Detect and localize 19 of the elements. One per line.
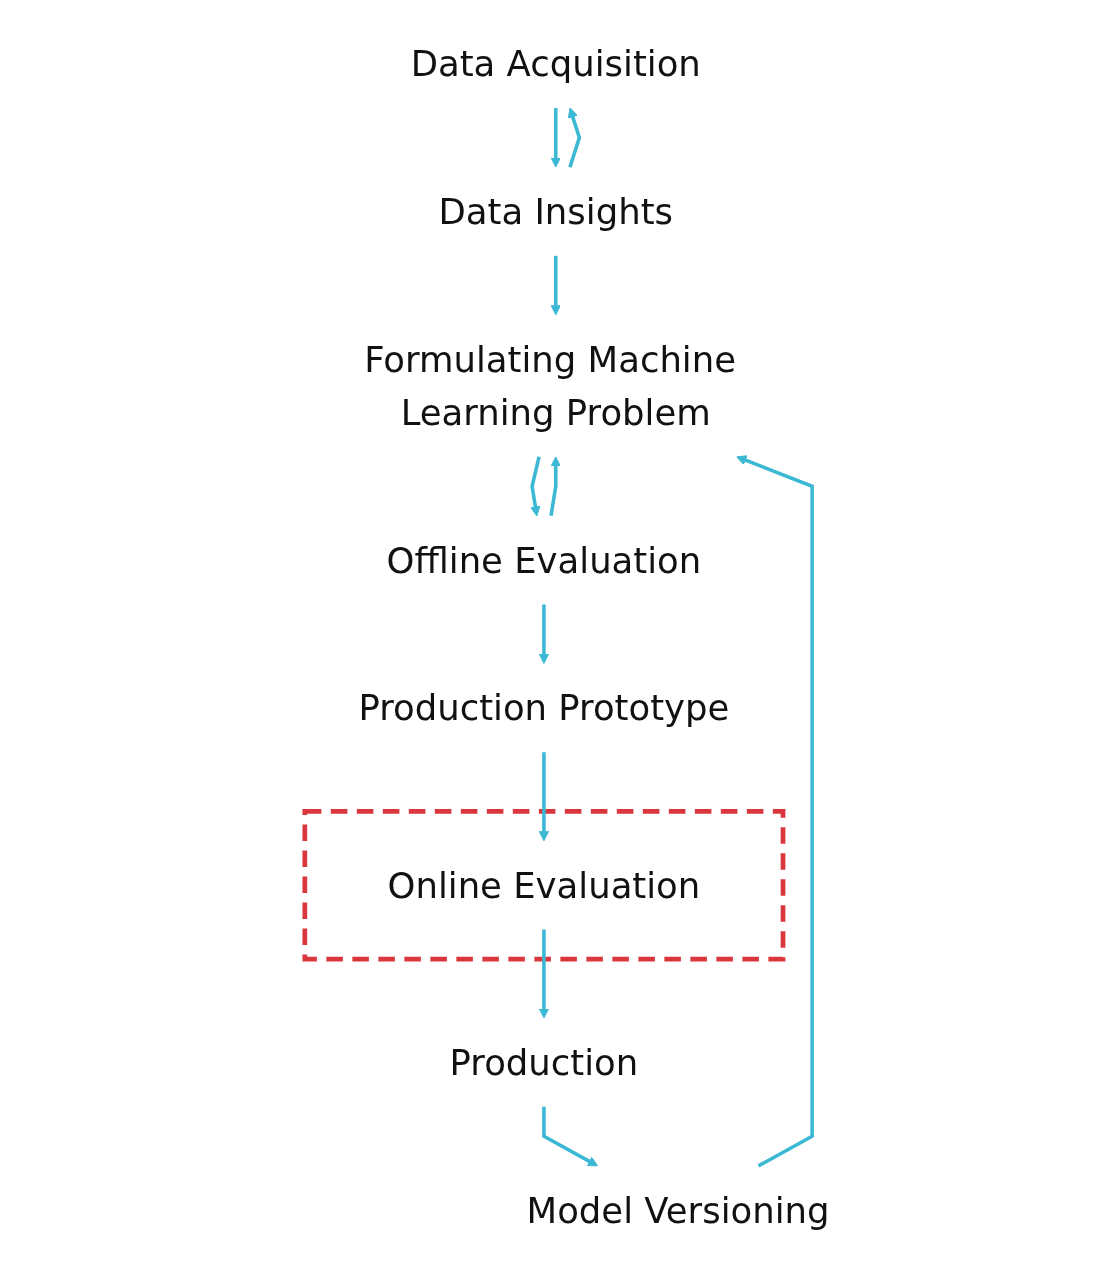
arrow [539, 604, 550, 665]
node-text: Formulating Machine Learning Problem [364, 338, 737, 434]
node-text: Production Prototype [358, 687, 730, 729]
arrow [550, 255, 562, 316]
arrow [542, 1106, 599, 1167]
node-text: Data Insights [438, 190, 674, 233]
arrow [736, 455, 815, 1168]
arrow [550, 108, 562, 168]
flowchart-diagram: Data Acquisition Data Insights Formulating Machine Learning Problem Offline Evaluation Production Prototype Online Evaluation Production Model Versioning [239, 10, 875, 1264]
arrow [539, 929, 550, 1019]
arrow [568, 107, 582, 168]
arrow [539, 752, 550, 842]
node-text: Production [449, 1041, 639, 1084]
node-text: Model Versioning [526, 1189, 830, 1231]
arrow [549, 456, 562, 517]
arrow [530, 456, 542, 517]
node-text: Offline Evaluation [386, 539, 702, 581]
node-text: Online Evaluation [387, 864, 701, 906]
node-text: Data Acquisition [410, 43, 702, 85]
